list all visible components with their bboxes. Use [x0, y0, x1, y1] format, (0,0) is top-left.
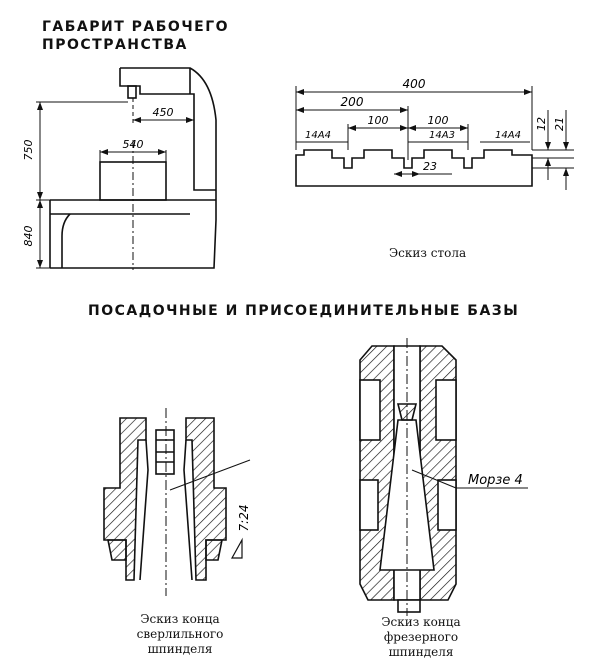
table-caption: Эскиз стола	[389, 246, 467, 260]
drill-caption-line2: сверлильного	[136, 627, 224, 641]
dim-200: 200	[341, 95, 364, 109]
mill-caption-line3: шпинделя	[388, 645, 454, 659]
dim-12: 12	[535, 117, 548, 131]
drill-caption: Эскиз конца сверлильного шпинделя	[126, 612, 234, 657]
table-drawing	[295, 86, 574, 190]
drill-caption-line3: шпинделя	[147, 642, 213, 656]
dim-100-left: 100	[368, 114, 389, 127]
mill-spindle-drawing	[359, 338, 528, 616]
mill-caption-line1: Эскиз конца	[381, 615, 461, 629]
slot-label-mid: 14A3	[429, 130, 455, 141]
mill-taper-label: Морзе 4	[468, 473, 523, 488]
workspace-title: ГАБАРИТ РАБОЧЕГО ПРОСТРАНСТВА	[42, 19, 230, 53]
dim-23: 23	[423, 160, 437, 173]
dim-400: 400	[403, 77, 426, 91]
mill-caption-line2: фрезерного	[383, 630, 459, 644]
mill-caption: Эскиз конца фрезерного шпинделя	[366, 615, 476, 660]
dim-750: 750	[22, 140, 35, 161]
dim-100-right: 100	[428, 114, 449, 127]
drill-spindle-drawing	[103, 408, 251, 596]
slot-label-left: 14A4	[305, 130, 331, 141]
workspace-drawing	[36, 67, 217, 270]
drill-taper-label: 7:24	[237, 505, 251, 532]
dim-21: 21	[553, 117, 566, 131]
dim-840: 840	[22, 226, 35, 247]
dim-540: 540	[123, 138, 144, 151]
dim-450: 450	[153, 106, 174, 119]
slot-label-right: 14A4	[495, 130, 521, 141]
drill-caption-line1: Эскиз конца	[140, 612, 220, 626]
bases-title: ПОСАДОЧНЫЕ И ПРИСОЕДИНИТЕЛЬНЫЕ БАЗЫ	[88, 303, 520, 319]
